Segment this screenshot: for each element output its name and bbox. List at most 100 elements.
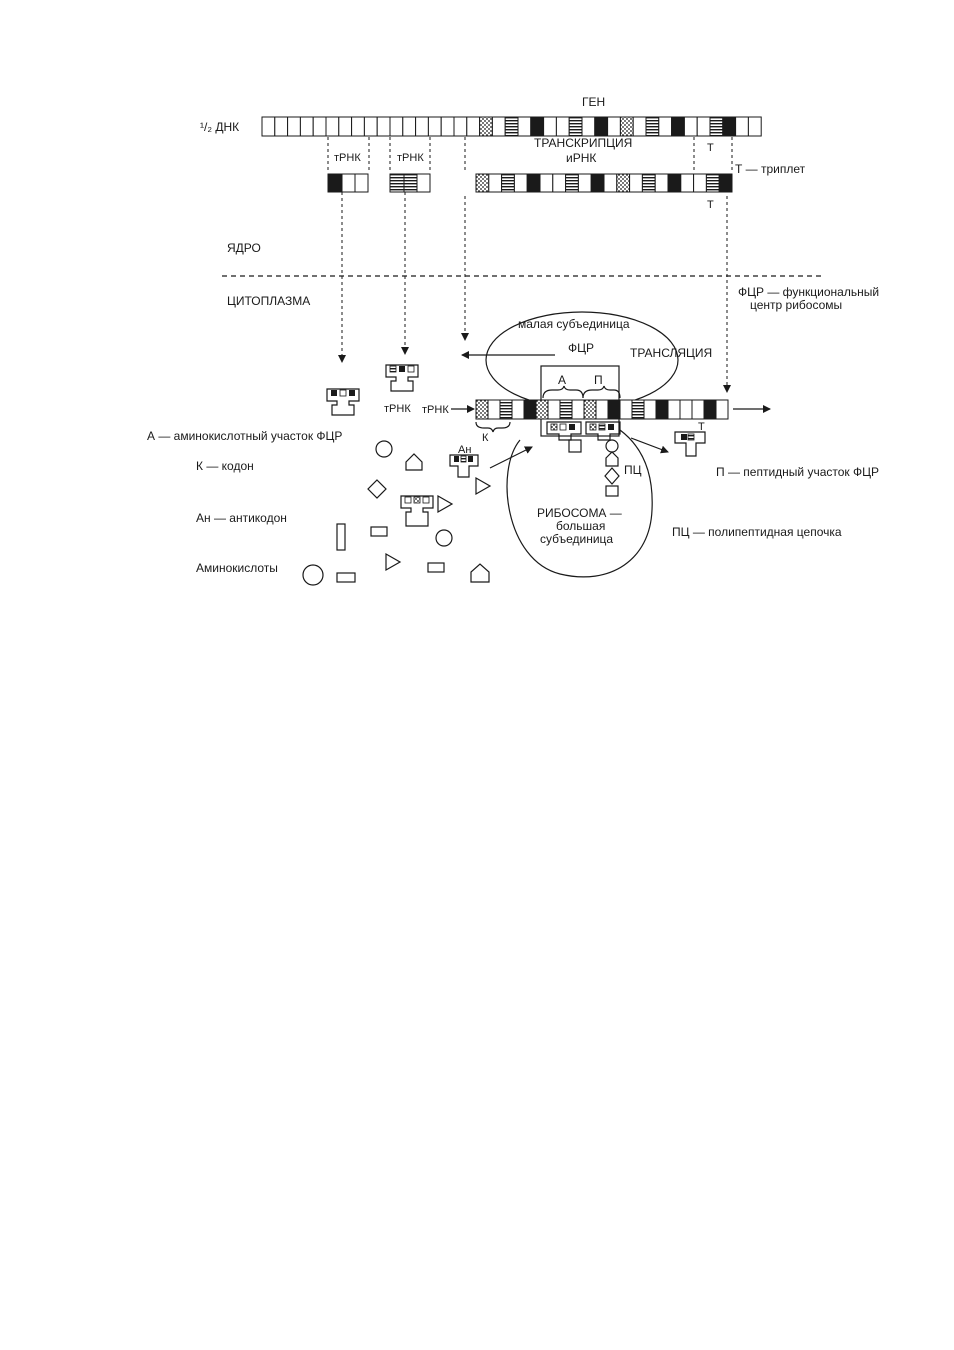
strand-segment	[619, 399, 633, 420]
strand-segment	[654, 173, 669, 193]
strand-segment	[325, 116, 340, 137]
t-mark-exit: Т	[698, 421, 705, 433]
t-mark-dna: Т	[707, 142, 714, 154]
dna-strand	[261, 116, 762, 137]
strand-segment	[504, 116, 519, 137]
cytoplasm-label: ЦИТОПЛАЗМА	[227, 294, 310, 308]
legend-pc: ПЦ — полипептидная цепочка	[672, 525, 842, 539]
strand-segment	[643, 399, 657, 420]
trna-mid-label: тРНК	[422, 404, 449, 416]
ribosome-label-3: субъединица	[540, 532, 613, 546]
ribosome-mrna-strand	[475, 399, 729, 420]
trna-label-1: тРНК	[334, 152, 361, 164]
strand-segment	[351, 116, 365, 137]
transcription-label: ТРАНСКРИПЦИЯ	[534, 136, 632, 150]
strand-segment	[488, 173, 503, 193]
amino-acid-circle-1	[375, 440, 393, 458]
amino-acid-diamond	[367, 479, 387, 499]
strand-segment	[667, 399, 681, 420]
amino-acid-rect-vertical	[336, 523, 346, 551]
legend-k: К — кодон	[196, 459, 254, 473]
anticodon-label: Ан	[458, 444, 471, 456]
strand-segment	[581, 116, 596, 137]
strand-segment	[513, 173, 528, 193]
strand-segment	[543, 116, 557, 137]
fcr-label: ФЦР	[568, 341, 594, 355]
strand-segment	[667, 173, 682, 193]
strand-segment	[607, 116, 621, 137]
amino-acid-triangle-2	[385, 552, 402, 572]
site-p-brace	[582, 385, 621, 399]
mrna-strand	[475, 173, 733, 193]
pc-label: ПЦ	[624, 463, 642, 477]
trna-anticodon	[449, 454, 479, 478]
codon-label: К	[482, 432, 489, 444]
amino-acid-circle-3	[302, 564, 324, 586]
trna-free-3	[400, 495, 434, 527]
strand-segment	[603, 173, 618, 193]
ribosome-label-2: большая	[556, 519, 605, 533]
strand-segment	[499, 399, 513, 420]
strand-segment	[261, 116, 276, 137]
strand-segment	[679, 399, 693, 420]
strand-segment	[616, 173, 631, 193]
strand-segment	[718, 173, 733, 193]
dna-label: ¹/₂ ДНК	[200, 120, 239, 134]
trna-site-p	[585, 421, 621, 441]
strand-segment	[594, 116, 609, 137]
trna-triplet-1	[327, 173, 369, 193]
strand-segment	[491, 116, 506, 137]
strand-segment	[565, 173, 579, 193]
strand-segment	[511, 399, 525, 420]
nucleus-label: ЯДРО	[227, 241, 261, 255]
strand-segment	[440, 116, 455, 137]
strand-segment	[658, 116, 673, 137]
strand-segment	[683, 116, 698, 137]
strand-segment	[338, 116, 353, 137]
strand-segment	[402, 116, 417, 137]
trna-site-a	[546, 421, 582, 441]
strand-segment	[632, 116, 647, 137]
strand-segment	[466, 116, 481, 137]
trna-free-2	[385, 364, 419, 392]
strand-segment	[530, 116, 545, 137]
legend-a: А — аминокислотный участок ФЦР	[147, 429, 342, 443]
codon-brace	[475, 421, 511, 433]
strand-segment	[501, 173, 515, 193]
trna-triplet-2	[389, 173, 431, 193]
strand-segment	[552, 173, 567, 193]
polypeptide-chain	[604, 439, 620, 497]
translation-label: ТРАНСЛЯЦИЯ	[630, 346, 712, 360]
strand-segment	[693, 173, 707, 193]
strand-segment	[691, 399, 705, 420]
strand-segment	[526, 173, 541, 193]
strand-segment	[703, 399, 717, 420]
strand-segment	[453, 116, 468, 137]
trna-exit-arrow	[630, 437, 669, 454]
strand-segment	[555, 116, 570, 137]
strand-segment	[312, 116, 327, 137]
fcr-legend-line2: центр рибосомы	[750, 298, 842, 312]
strand-segment	[747, 116, 762, 137]
strand-segment	[715, 399, 729, 420]
strand-segment	[607, 399, 621, 420]
large-subunit	[506, 429, 653, 578]
strand-segment	[487, 399, 501, 420]
site-p-label: П	[594, 373, 603, 387]
strand-segment	[287, 116, 301, 137]
strand-segment	[645, 116, 660, 137]
strand-segment	[655, 399, 669, 420]
strand-segment	[577, 173, 592, 193]
gene-label: ГЕН	[582, 95, 605, 109]
legend-p: П — пептидный участок ФЦР	[716, 465, 879, 479]
strand-segment	[722, 116, 737, 137]
site-a-brace	[542, 385, 584, 399]
strand-segment	[590, 173, 605, 193]
amino-acid-circle-2	[435, 529, 453, 547]
amino-acid-triangle-attached	[475, 476, 492, 496]
strand-segment	[629, 173, 643, 193]
strand-segment	[376, 116, 391, 137]
strand-segment	[735, 116, 749, 137]
strand-segment	[571, 399, 585, 420]
